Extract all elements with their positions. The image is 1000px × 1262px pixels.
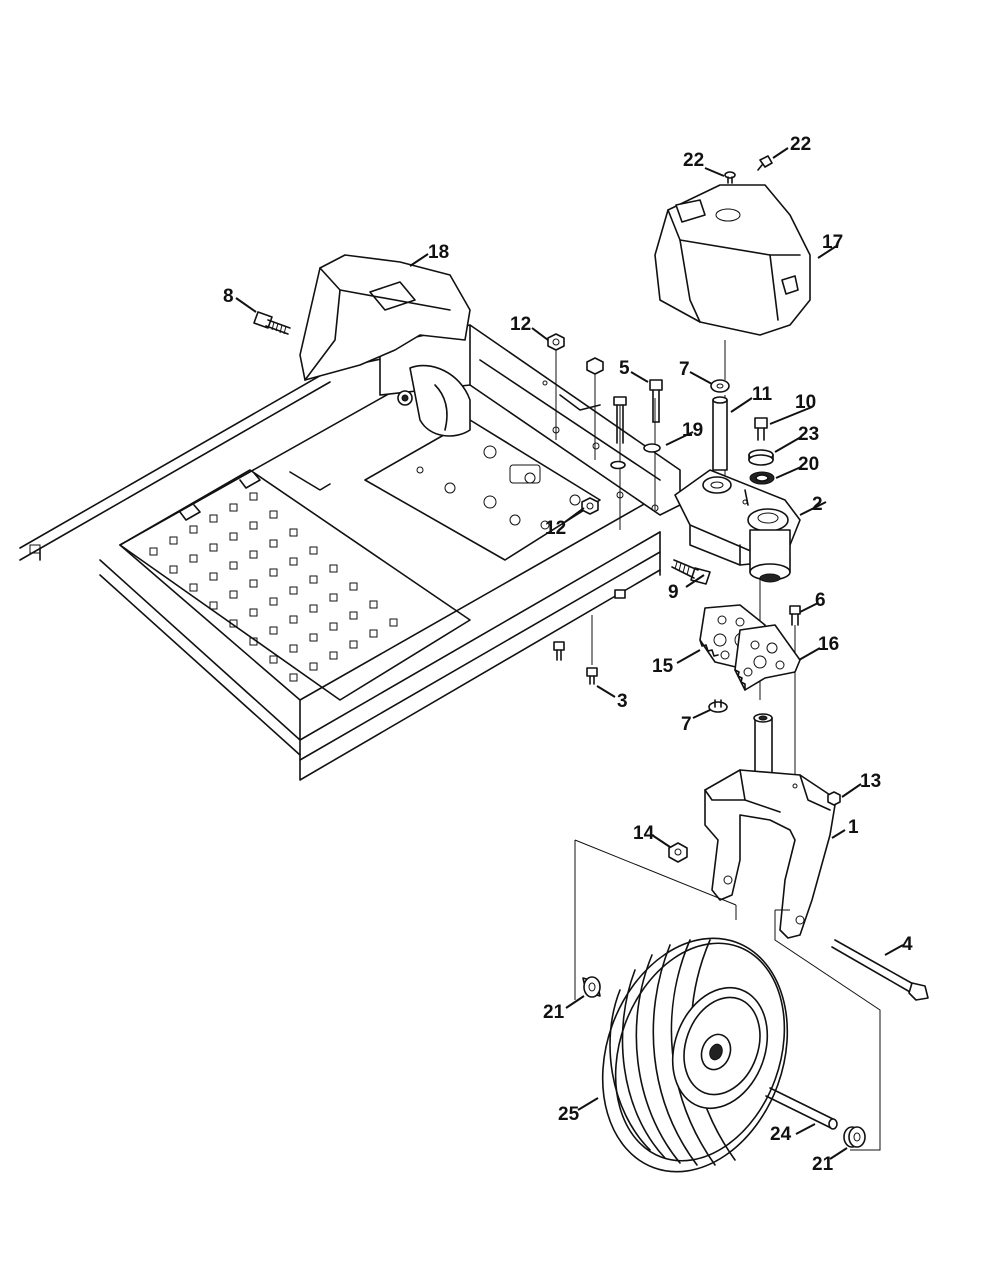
callout-22-left: 22: [683, 150, 704, 171]
bolt-8: [253, 311, 291, 335]
nut-upper-2: [586, 357, 604, 375]
callout-8: 8: [223, 286, 234, 307]
callout-7-lower: 7: [681, 714, 692, 735]
callout-15: 15: [652, 656, 674, 677]
callout-19: 19: [682, 420, 703, 441]
callout-7-upper: 7: [679, 359, 690, 380]
screw-22-left: [724, 171, 736, 184]
top-cover-17: [654, 184, 811, 336]
callout-21-right: 21: [812, 1154, 834, 1175]
callout-11: 11: [752, 384, 773, 405]
perforations: [149, 492, 398, 682]
callout-14: 14: [633, 823, 655, 844]
caster-fork-1: [704, 713, 836, 939]
bearing-20: [749, 471, 775, 485]
axle-24: [765, 1087, 838, 1130]
nut-13: [827, 791, 841, 806]
gear-plate-16: [734, 624, 801, 691]
callout-16: 16: [818, 634, 839, 655]
callout-1: 1: [848, 817, 859, 838]
bolt-4: [831, 939, 929, 1001]
callout-25: 25: [558, 1104, 580, 1125]
bolt-6: [789, 605, 801, 626]
callout-6: 6: [815, 590, 826, 611]
callout-12-upper: 12: [510, 314, 531, 335]
callout-12-lower: 12: [545, 518, 566, 539]
wheel-25: [601, 937, 789, 1173]
bolt-19-long: [613, 396, 627, 444]
bolt-5: [649, 379, 663, 423]
nut-12-upper: [547, 333, 565, 351]
nut-14: [668, 842, 688, 863]
callout-24: 24: [770, 1124, 792, 1145]
exploded-bracket-lines: [574, 839, 881, 1151]
callout-3: 3: [617, 691, 628, 712]
washer-23: [748, 449, 774, 466]
frame-platform: [19, 354, 661, 781]
callout-10: 10: [795, 392, 816, 413]
nut-12-lower: [581, 497, 599, 515]
washer-7-upper: [710, 379, 730, 393]
callout-13: 13: [860, 771, 881, 792]
leader-lines: [235, 147, 904, 1160]
spacer-21-right: [843, 1126, 866, 1148]
left-pivot-cover: [299, 254, 471, 437]
callout-2: 2: [812, 494, 823, 515]
callout-9: 9: [668, 582, 679, 603]
bolt-9: [671, 559, 711, 585]
spacer-21-left: [582, 976, 601, 998]
bolts-3: [553, 589, 626, 685]
callout-labels: 1 2 3 4 5 6 7 7 8 9 10 11 12 12 13 14 15…: [223, 134, 913, 1175]
callout-18: 18: [428, 242, 449, 263]
callout-4: 4: [902, 934, 913, 955]
callout-20: 20: [798, 454, 819, 475]
screw-22-right: [757, 155, 773, 171]
pivot-arm-2: [674, 469, 801, 583]
callout-22-right: 22: [790, 134, 811, 155]
callout-21-left: 21: [543, 1002, 565, 1023]
callout-23: 23: [798, 424, 819, 445]
pin-11: [712, 396, 728, 471]
washer-19: [610, 443, 661, 470]
bolt-10: [754, 417, 768, 441]
callout-5: 5: [619, 358, 630, 379]
callout-17: 17: [822, 232, 843, 253]
washer-7-lower: [708, 699, 728, 713]
